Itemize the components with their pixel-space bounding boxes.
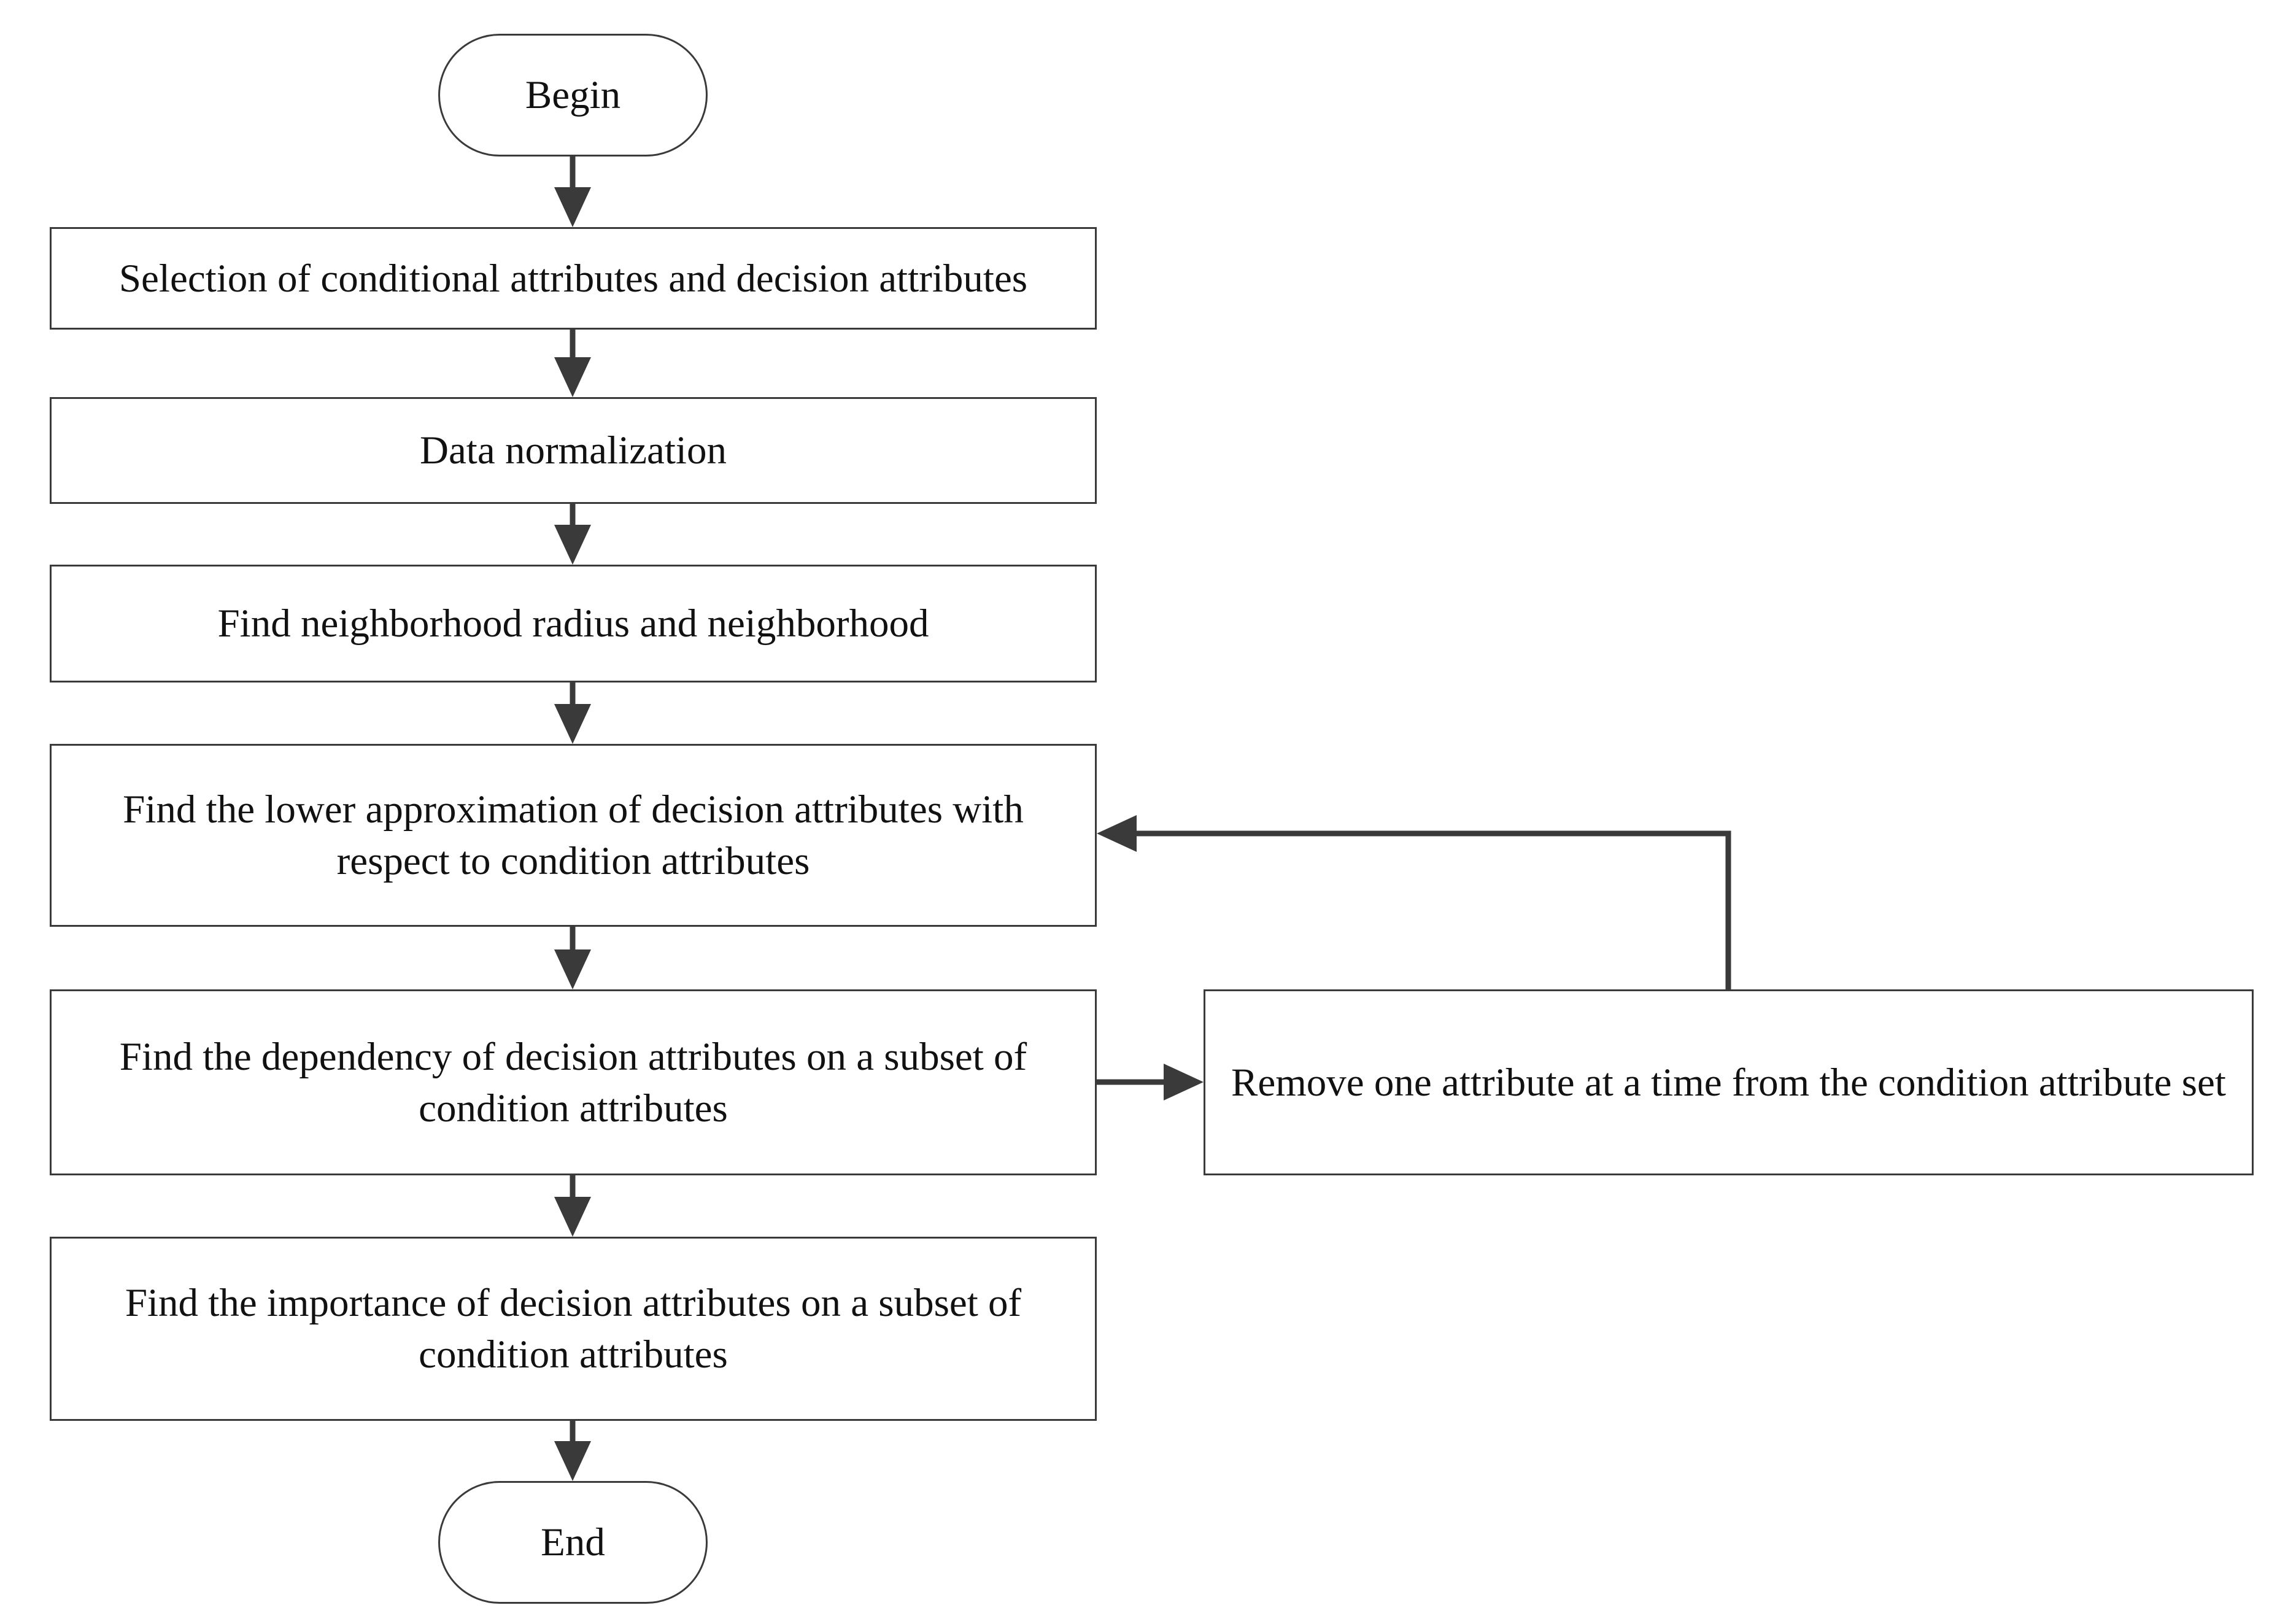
process-neighborhood-radius: Find neighborhood radius and neighborhoo… — [50, 565, 1097, 682]
process-dependency-label: Find the dependency of decision attribut… — [119, 1034, 1027, 1131]
process-data-normalization-label: Data normalization — [420, 428, 727, 473]
arrow-dependency-to-remove — [1097, 1064, 1204, 1100]
process-lower-approximation: Find the lower approximation of decision… — [50, 744, 1097, 927]
process-select-attributes: Selection of conditional attributes and … — [50, 227, 1097, 330]
process-dependency: Find the dependency of decision attribut… — [50, 989, 1097, 1175]
arrow-remove-to-lower-loop — [1097, 815, 1731, 989]
start-terminal-label: Begin — [525, 73, 621, 117]
arrow-normalize-to-radius — [554, 504, 591, 565]
process-data-normalization: Data normalization — [50, 397, 1097, 504]
end-terminal: End — [438, 1481, 708, 1604]
process-importance-label: Find the importance of decision attribut… — [125, 1281, 1022, 1377]
arrow-begin-to-select — [554, 157, 591, 227]
arrow-select-to-normalize — [554, 330, 591, 397]
arrow-radius-to-lower — [554, 682, 591, 744]
process-lower-approximation-label: Find the lower approximation of decision… — [123, 787, 1024, 883]
process-select-attributes-label: Selection of conditional attributes and … — [118, 256, 1028, 301]
arrow-lower-to-dependency — [554, 927, 591, 989]
start-terminal: Begin — [438, 34, 708, 157]
process-remove-attribute-label: Remove one attribute at a time from the … — [1231, 1060, 2226, 1105]
process-neighborhood-radius-label: Find neighborhood radius and neighborhoo… — [217, 601, 929, 646]
arrow-dependency-to-importance — [554, 1175, 591, 1237]
end-terminal-label: End — [541, 1520, 605, 1564]
process-remove-attribute: Remove one attribute at a time from the … — [1204, 989, 2254, 1175]
process-importance: Find the importance of decision attribut… — [50, 1237, 1097, 1421]
arrow-importance-to-end — [554, 1421, 591, 1481]
